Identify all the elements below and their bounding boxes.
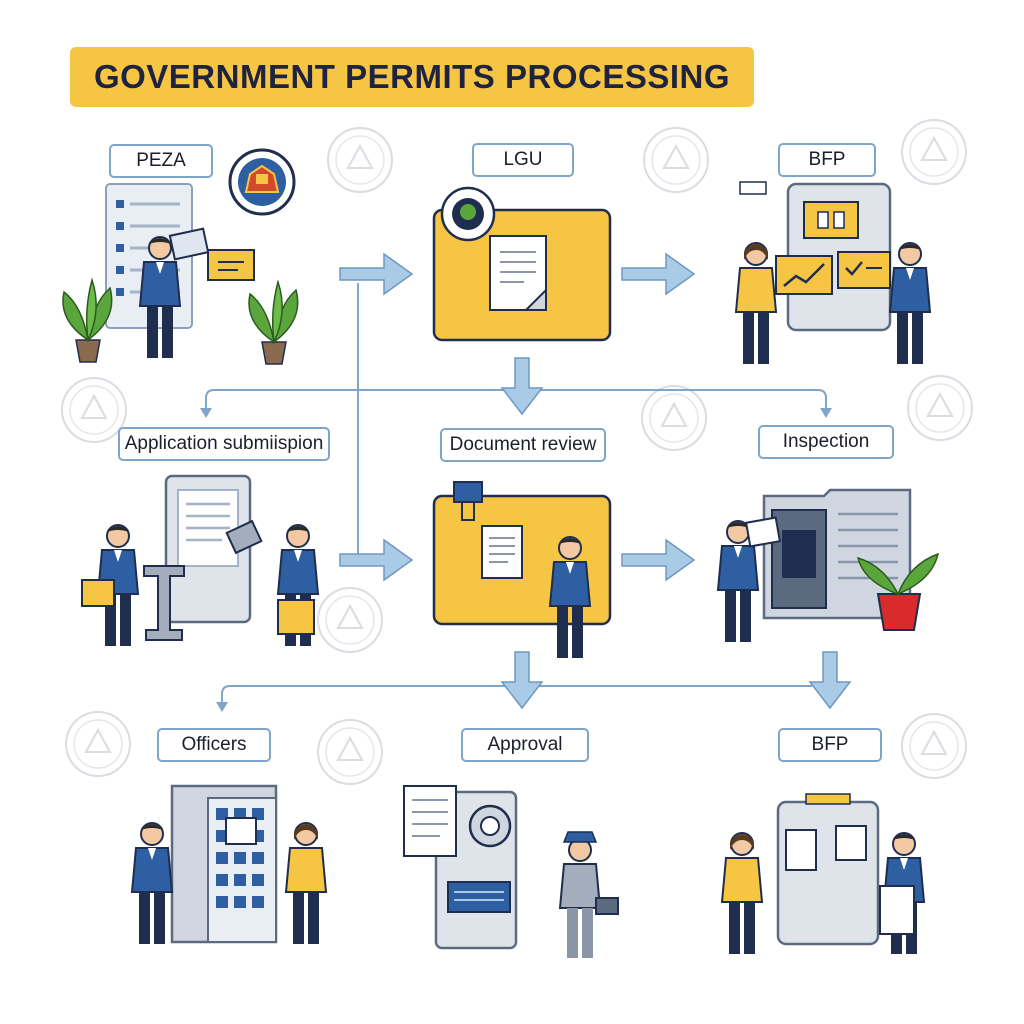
label-approval-text: Approval	[487, 734, 563, 755]
label-lgu: LGU	[472, 143, 574, 177]
officers-illustration	[131, 784, 327, 945]
lgu-illustration	[432, 208, 612, 342]
connector-arrowhead-icon	[216, 702, 228, 712]
watermark-seal-icon	[327, 127, 393, 193]
inspection-illustration	[717, 488, 940, 643]
label-peza-text: PEZA	[136, 150, 186, 171]
watermark-seal-icon	[901, 119, 967, 185]
label-bfp-bottom-text: BFP	[811, 734, 849, 755]
label-bfp-top: BFP	[778, 143, 876, 177]
peza-seal-icon	[228, 148, 296, 216]
arrow-application-to-review-icon	[339, 539, 413, 581]
arrow-lgu-to-bfp-icon	[621, 253, 695, 295]
bfp-bottom-illustration	[721, 793, 925, 955]
arrow-review-to-inspection-icon	[621, 539, 695, 581]
application-illustration	[81, 474, 319, 647]
connector-arrowhead-icon	[820, 408, 832, 418]
arrow-lgu-down-icon	[501, 357, 543, 415]
label-inspection: Inspection	[758, 425, 894, 459]
watermark-seal-icon	[65, 711, 131, 777]
bfp-top-illustration	[735, 181, 931, 365]
label-approval: Approval	[461, 728, 589, 762]
label-bfp-bottom: BFP	[778, 728, 882, 762]
watermark-seal-icon	[643, 127, 709, 193]
approval-illustration	[403, 785, 619, 958]
label-application-text: Application submiispion	[124, 433, 324, 454]
watermark-seal-icon	[61, 377, 127, 443]
document-review-illustration	[432, 481, 612, 659]
watermark-seal-icon	[641, 385, 707, 451]
watermark-seal-icon	[317, 587, 383, 653]
label-application: Application submiispion	[118, 427, 330, 461]
label-inspection-text: Inspection	[782, 431, 870, 452]
peza-illustration	[62, 183, 299, 365]
arrow-review-down-icon	[501, 651, 543, 709]
lgu-seal-icon	[440, 186, 496, 242]
watermark-seal-icon	[317, 719, 383, 785]
title-banner: GOVERNMENT PERMITS PROCESSING	[70, 47, 754, 107]
arrow-peza-to-lgu-icon	[339, 253, 413, 295]
label-officers: Officers	[157, 728, 271, 762]
watermark-seal-icon	[901, 713, 967, 779]
label-bfp-top-text: BFP	[808, 149, 846, 170]
connector-arrowhead-icon	[200, 408, 212, 418]
label-document-review: Document review	[440, 428, 606, 462]
label-peza: PEZA	[109, 144, 213, 178]
watermark-seal-icon	[907, 375, 973, 441]
arrow-inspection-down-icon	[809, 651, 851, 709]
label-officers-text: Officers	[181, 734, 247, 755]
label-document-review-text: Document review	[449, 434, 597, 455]
label-lgu-text: LGU	[503, 149, 543, 170]
page-title: GOVERNMENT PERMITS PROCESSING	[93, 58, 731, 95]
